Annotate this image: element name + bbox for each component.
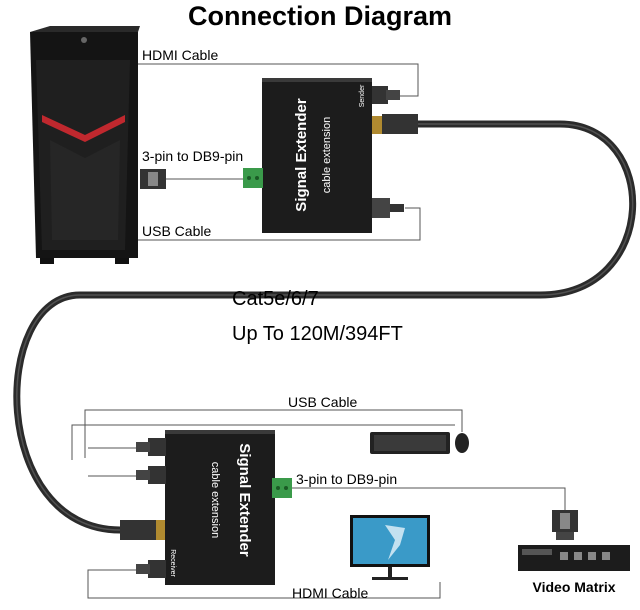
receiver-serial-terminal [272,478,292,498]
receiver-subtitle: cable extension [209,462,221,538]
sender-rj45-plug [372,116,382,134]
serial-cable-label-bottom: 3-pin to DB9-pin [296,471,397,487]
usb-cable-label-bottom: USB Cable [288,394,357,410]
video-matrix-device [518,545,630,571]
db9-plug-top [140,169,166,189]
diagram-title: Connection Diagram [188,1,452,31]
sender-title: Signal Extender [293,98,310,212]
distance-label: Up To 120M/394FT [232,323,403,345]
receiver-extender: Signal Extender cable extension Receiver [120,430,292,585]
hdmi-cable-label-bottom: HDMI Cable [292,585,368,601]
receiver-hdmi-port-1 [148,438,166,456]
pc-tower [30,26,140,264]
sender-usb-port [372,198,390,218]
video-matrix-label: Video Matrix [533,579,616,595]
receiver-title: Signal Extender [236,443,253,557]
usb-cable-label-top: USB Cable [142,223,211,239]
db9-plug-bottom [552,510,578,540]
receiver-tag: Receiver [169,549,176,577]
cat-cable-label: Cat5e/6/7 [232,288,319,310]
receiver-rj45-plug [155,520,165,540]
keyboard-icon [370,432,450,454]
hdmi-cable-label-top: HDMI Cable [142,47,218,63]
monitor-icon [350,515,430,580]
receiver-hdmi-out-port [148,560,166,578]
sender-subtitle: cable extension [321,117,333,193]
sender-hdmi-port [372,86,388,104]
power-button-icon [81,37,87,43]
sender-tag: Sender [359,84,366,107]
sender-extender: Signal Extender cable extension Sender [243,78,418,233]
serial-cable-label-top: 3-pin to DB9-pin [142,148,243,164]
connection-lines [71,63,566,599]
receiver-hdmi-port-2 [148,466,166,484]
sender-serial-terminal [243,168,263,188]
mouse-icon [455,433,469,453]
